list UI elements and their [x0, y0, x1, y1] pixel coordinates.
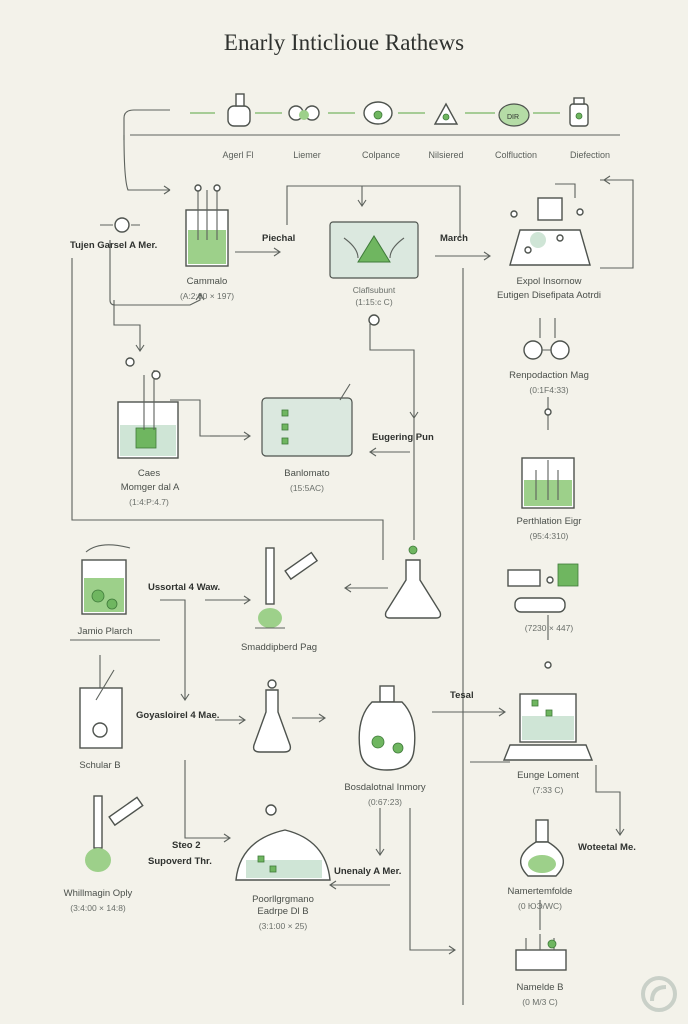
- step-repond-value: (0:1F4:33): [529, 385, 569, 395]
- schular-beaker-icon: [79, 669, 123, 749]
- step-total: Tesal: [450, 690, 474, 701]
- step-cammalo-name: Cammalo: [186, 276, 228, 287]
- svg-text:DIR: DIR: [507, 114, 519, 121]
- step-eunge-name: Eunge Loment: [517, 770, 579, 781]
- perthlation-beaker-icon: [521, 408, 575, 509]
- step-namertemfolde-value: (0 ЮЭ/WC): [518, 901, 562, 911]
- step-unenaly: Unenaly A Mer.: [334, 866, 402, 877]
- claflsubunt-panel-icon: [329, 221, 419, 326]
- step-caes-value: (1:4:P:4.7): [129, 497, 169, 507]
- step-eunge-value: (7:33 C): [532, 785, 564, 795]
- step-clafsubunt-name: Claflsubunt: [352, 285, 396, 295]
- step-namelde-name: Namelde B: [516, 982, 564, 993]
- stage-label-colfluction: Colfluction: [494, 150, 538, 160]
- step-bosdal-value: (0:67:23): [367, 797, 403, 807]
- namertemfolde-flask-icon: [519, 819, 565, 877]
- smaddipberd-flask-icon: [255, 547, 319, 629]
- step-eugering: Eugering Pun: [372, 432, 434, 443]
- brand-logo-icon: [641, 976, 677, 1012]
- step-whillmagin-value: (3:4:00 × 14:8): [70, 903, 126, 913]
- jamio-beaker-icon: [81, 544, 131, 615]
- triangle-icon: [433, 102, 459, 125]
- gauge-value: (7230 × 447): [524, 623, 574, 633]
- bosdal-bottle-icon: [358, 685, 416, 771]
- step-smaddipberd: Smaddipberd Pag: [240, 642, 318, 653]
- expol-apparatus-icon: [509, 183, 591, 266]
- step-jamio: Jamio Plarch: [77, 626, 133, 637]
- step-perthlation-name: Perthlation Eigr: [516, 516, 582, 527]
- step-poorllg-value: (3:1:00 × 25): [258, 921, 308, 931]
- banlomato-panel-icon: [261, 383, 353, 457]
- step-expol-sub: Eutigen Disefipata Aotrdi: [496, 290, 602, 301]
- step-cammalo-value: (A:2:00 × 197): [179, 291, 235, 301]
- step-caes-sub: Momger dal A: [120, 482, 180, 493]
- step-whillmagin-name: Whillmagin Oply: [63, 888, 133, 899]
- step-repond-name: Renpodaction Mag: [509, 370, 589, 381]
- step-poorllg-name: Poorllgrgmano: [252, 894, 314, 905]
- step-banlomato-name: Banlomato: [284, 468, 330, 479]
- namelde-rack-icon: [515, 934, 567, 971]
- poorllg-dome-icon: [235, 804, 331, 881]
- step-unsortal: Ussortal 4 Waw.: [148, 582, 221, 593]
- step-bosdal-name: Bosdalotnal Inmory: [344, 782, 426, 793]
- step-expol-name: Expol Insornow: [516, 276, 582, 287]
- step-weteetal: Woteetal Me.: [578, 842, 636, 853]
- gauge-panel-icon: [507, 563, 579, 613]
- step-tujen: Tujen Garsel A Mer.: [70, 240, 158, 251]
- cloud-molecule-icon: [363, 101, 393, 125]
- step-suporverd: Supoverd Thr.: [148, 856, 212, 867]
- erlenmeyer-flask-icon: [384, 545, 442, 619]
- step-schular: Schular B: [79, 760, 121, 771]
- step-namelde-value: (0 M/3 C): [522, 997, 558, 1007]
- repond-glasses-icon: [523, 318, 570, 360]
- diagram-title: Enarly Inticlioue Rathews: [223, 30, 465, 55]
- jar-icon: [569, 97, 589, 127]
- step-goyastorel: Goyasloirel 4 Mae.: [136, 710, 220, 721]
- flask-head-icon: [227, 93, 251, 127]
- step-clafsubunt-value: (1:15:c C): [355, 297, 393, 307]
- step-poorllg-sub: Eadrpe Dl B: [257, 906, 309, 917]
- step-march: March: [440, 233, 468, 244]
- stage-label-liemer: Liemer: [293, 150, 321, 160]
- eunge-apparatus-icon: [502, 661, 594, 761]
- target-icon: [100, 217, 140, 233]
- stage-label-diefection: Diefection: [569, 150, 611, 160]
- cammalo-beaker-icon: [185, 184, 229, 267]
- step-perthlation-value: (95:4:310): [529, 531, 569, 541]
- step-banlomato-value: (15:5AC): [289, 483, 324, 493]
- step-caes-name: Caes: [137, 468, 161, 479]
- caes-beaker-icon: [117, 357, 220, 459]
- bowl-icon: DIR: [498, 103, 530, 127]
- goyasloirel-flask-icon: [252, 679, 292, 753]
- step-namertemfolde-name: Namertemfolde: [507, 886, 573, 897]
- molecule-icon: [288, 105, 320, 121]
- stage-label-colpance: Colpance: [361, 150, 401, 160]
- step-step2: Steo 2: [172, 840, 201, 851]
- stage-label-nilsiered: Nilsiered: [428, 150, 464, 160]
- whillmagin-flask-icon: [85, 795, 144, 872]
- step-piechal: Piechal: [262, 233, 296, 244]
- stage-label-agerl: Agerl Fl: [222, 150, 254, 160]
